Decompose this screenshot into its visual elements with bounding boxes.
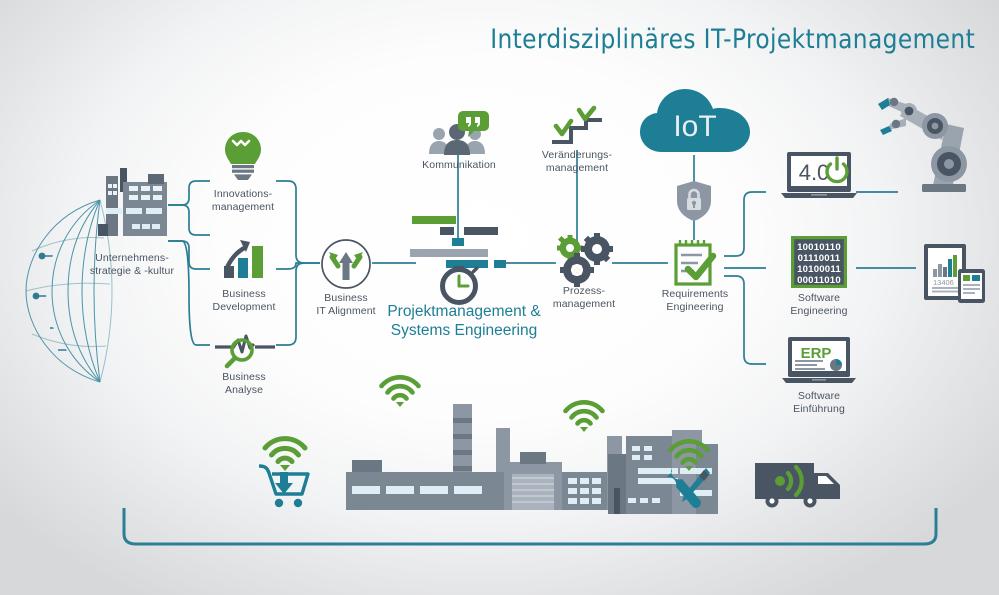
shield-lock-icon	[677, 181, 711, 221]
lightbulb-icon	[225, 132, 261, 180]
node-label-innovation: Innovations- management	[211, 188, 275, 213]
shopping-cart-wifi-icon	[258, 464, 310, 508]
delivery-truck-signal-icon	[755, 463, 840, 508]
bar-chart-arrow-icon	[223, 240, 263, 278]
arrows-circle-icon	[321, 239, 371, 289]
node-label-process: Prozess- management	[552, 285, 616, 310]
report-value: 13406	[933, 278, 954, 287]
page-title: Interdisziplinäres IT-Projektmanagement	[490, 24, 975, 55]
wifi-icon	[262, 436, 308, 471]
gears-icon	[557, 233, 613, 287]
center-label: Projektmanagement & Systems Engineering	[387, 303, 541, 339]
bracket-icon	[122, 508, 938, 546]
binary-row-2: 10100011	[797, 264, 841, 275]
people-speech-bubble-icon	[429, 111, 489, 155]
tools-wifi-icon	[667, 468, 710, 508]
node-label-strategy: Unternehmens- strategie & -kultur	[89, 252, 175, 277]
steps-checkmarks-icon	[552, 105, 602, 144]
node-label-change: Veränderungs- management	[541, 149, 613, 174]
magnifier-chart-icon	[215, 334, 275, 369]
binary-code-icon: 10010110 01110011 10100011 00011010	[791, 236, 847, 288]
node-label-business-analysis: Business Analyse	[222, 371, 266, 396]
erp-label: ERP	[801, 345, 832, 362]
cloud-icon: IoT	[640, 89, 750, 152]
node-label-requirements: Requirements Engineering	[661, 288, 729, 313]
factory-skyline-right-icon	[608, 430, 718, 514]
stopwatch-gantt-icon	[410, 216, 506, 305]
factory-icon	[98, 168, 167, 236]
wifi-icon	[379, 375, 421, 407]
factory-skyline-icon	[346, 404, 622, 510]
tablet-report-icon: 13406	[924, 244, 985, 303]
node-label-software-engineering: Software Engineering	[790, 292, 848, 317]
circuit-globe-icon	[25, 199, 113, 383]
robot-arm-icon	[878, 97, 967, 192]
wifi-icon	[563, 400, 605, 432]
clipboard-check-icon	[674, 240, 717, 286]
laptop-industry40-icon: 4.0	[781, 152, 857, 198]
node-label-alignment: Business IT Alignment	[316, 292, 376, 317]
erp-laptop-icon: ERP	[782, 337, 856, 383]
binary-row-0: 10010110	[797, 242, 841, 253]
wifi-icon	[668, 439, 710, 471]
node-label-software-rollout: Software Einführung	[793, 390, 845, 415]
node-label-communication: Kommunikation	[422, 159, 496, 171]
binary-row-3: 00011010	[797, 275, 841, 286]
node-label-business-development: Business Development	[212, 288, 276, 313]
binary-row-1: 01110011	[798, 253, 841, 264]
laptop-label: 4.0	[799, 160, 830, 185]
cloud-label: IoT	[673, 110, 716, 143]
